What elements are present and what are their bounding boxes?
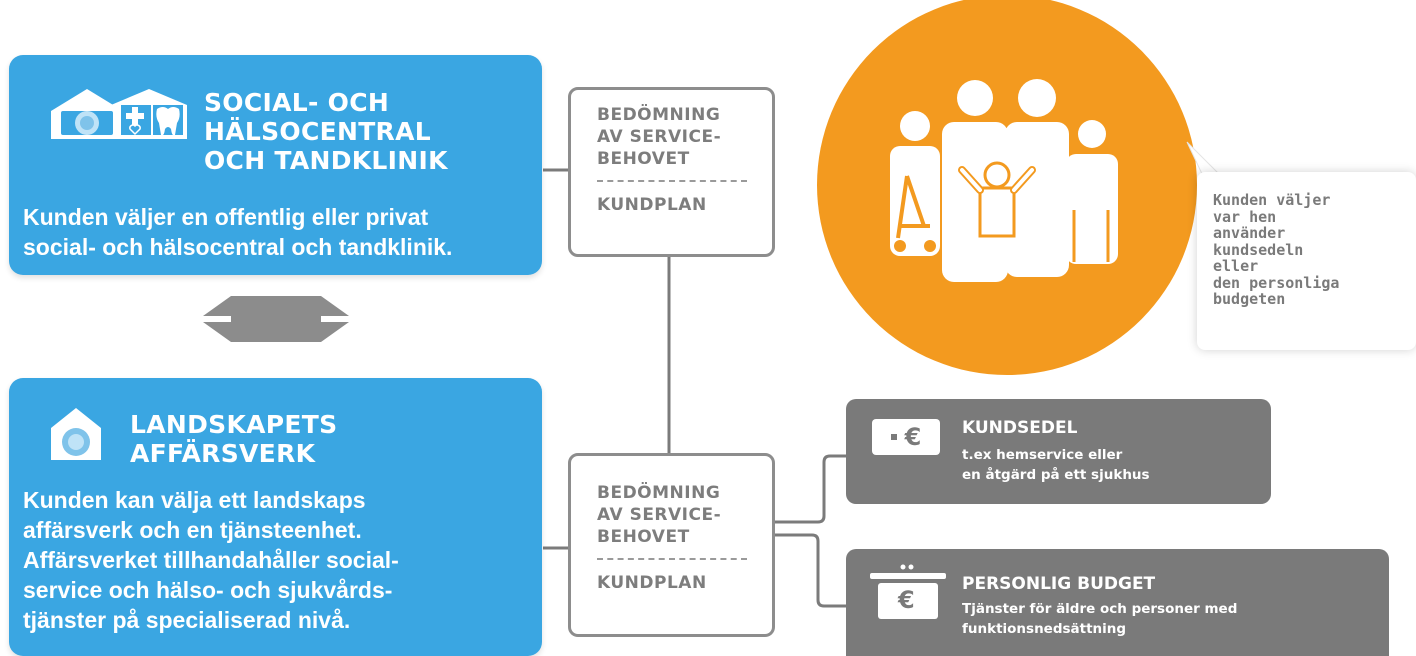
voucher-description-line: t.ex hemservice eller: [962, 447, 1123, 463]
personal-budget-title: PERSONLIG BUDGET: [962, 574, 1156, 594]
voucher-box: € KUNDSEDEL t.ex hemservice eller en åtg…: [846, 399, 1271, 504]
family-circle: [817, 0, 1197, 375]
personal-budget-description-line: funktionsnedsättning: [962, 621, 1127, 637]
callout-line: Kunden väljer: [1213, 191, 1331, 209]
voucher-title: KUNDSEDEL: [962, 418, 1078, 438]
top-unit-description: Kunden väljer en offentlig eller privat …: [23, 202, 452, 262]
connector-voucher: [775, 454, 846, 524]
assessment-label: BEDÖMNING: [597, 105, 721, 125]
top-unit-title-line: SOCIAL- OCH: [204, 88, 390, 117]
top-unit-box: SOCIAL- OCH HÄLSOCENTRAL OCH TANDKLINIK …: [9, 55, 542, 275]
callout-line: den personliga: [1213, 273, 1340, 292]
callout-line: var hen: [1213, 207, 1277, 226]
callout-text: Kunden väljer var hen använder kundsedel…: [1213, 192, 1339, 308]
bottom-unit-description-line: Affärsverket tillhandahåller social-: [23, 547, 399, 573]
bottom-unit-title-line: AFFÄRSVERK: [130, 439, 316, 468]
walker-icon: [896, 175, 930, 239]
bottom-unit-title-line: LANDSKAPETS: [130, 410, 338, 439]
bottom-unit-icon: [49, 406, 103, 462]
bottom-unit-title: LANDSKAPETS AFFÄRSVERK: [130, 410, 337, 468]
personal-budget-description-line: Tjänster för äldre och personer med: [962, 601, 1238, 617]
wheelchair-icon: [1072, 210, 1110, 262]
voucher-description: t.ex hemservice eller en åtgärd på ett s…: [962, 445, 1150, 485]
assessment-label: BEDÖMNING: [597, 483, 721, 503]
dashed-divider: [597, 558, 747, 560]
top-unit-description-line: Kunden väljer en offentlig eller privat: [23, 204, 429, 230]
bottom-unit-box: LANDSKAPETS AFFÄRSVERK Kunden kan välja …: [9, 378, 542, 656]
callout-bubble: Kunden väljer var hen använder kundsedel…: [1186, 141, 1416, 350]
callout-line: budgeten: [1213, 290, 1286, 308]
euro-symbol: €: [904, 423, 922, 451]
bottom-unit-description-line: affärsverk och en tjänsteenhet.: [23, 517, 362, 543]
assessment-label: AV SERVICE-: [597, 505, 722, 525]
top-unit-title: SOCIAL- OCH HÄLSOCENTRAL OCH TANDKLINIK: [204, 88, 448, 175]
assessment-label: BEHOVET: [597, 149, 690, 169]
voucher-description-line: en åtgärd på ett sjukhus: [962, 467, 1150, 483]
bidirectional-arrow: [203, 296, 349, 342]
assessment-box-top: BEDÖMNING AV SERVICE- BEHOVET KUNDPLAN: [568, 87, 775, 257]
top-unit-title-line: OCH TANDKLINIK: [204, 146, 448, 175]
connector-budget: [775, 533, 846, 608]
callout-line: eller: [1213, 257, 1259, 275]
callout-line: använder: [1213, 224, 1286, 242]
top-unit-description-line: social- och hälsocentral och tandklinik.: [23, 234, 453, 260]
bottom-unit-description: Kunden kan välja ett landskaps affärsver…: [23, 485, 399, 635]
top-unit-icons: [49, 85, 189, 141]
assessment-label: BEHOVET: [597, 527, 690, 547]
bottom-unit-description-line: tjänster på specialiserad nivå.: [23, 607, 351, 633]
voucher-euro-icon: €: [872, 419, 940, 455]
euro-symbol: €: [898, 586, 915, 614]
assessment-label: AV SERVICE-: [597, 127, 722, 147]
family-icon: [890, 79, 1118, 282]
child-icon: [958, 161, 1036, 238]
assessment-box-bottom: BEDÖMNING AV SERVICE- BEHOVET KUNDPLAN: [568, 453, 775, 637]
customer-plan-label: KUNDPLAN: [597, 195, 707, 215]
bottom-unit-description-line: service och hälso- och sjukvårds-: [23, 577, 393, 603]
customer-plan-label: KUNDPLAN: [597, 573, 707, 593]
bottom-unit-description-line: Kunden kan välja ett landskaps: [23, 487, 366, 513]
top-unit-title-line: HÄLSOCENTRAL: [204, 117, 431, 146]
tooth-icon: [156, 107, 180, 136]
heart-icon: [129, 124, 141, 136]
dashed-divider: [597, 180, 747, 182]
callout-line: kundsedeln: [1213, 240, 1304, 259]
health-cross-icon: [126, 107, 144, 125]
personal-budget-description: Tjänster för äldre och personer med funk…: [962, 599, 1237, 639]
personal-budget-box: € PERSONLIG BUDGET Tjänster för äldre oc…: [846, 549, 1389, 656]
wallet-euro-icon: €: [870, 563, 946, 621]
